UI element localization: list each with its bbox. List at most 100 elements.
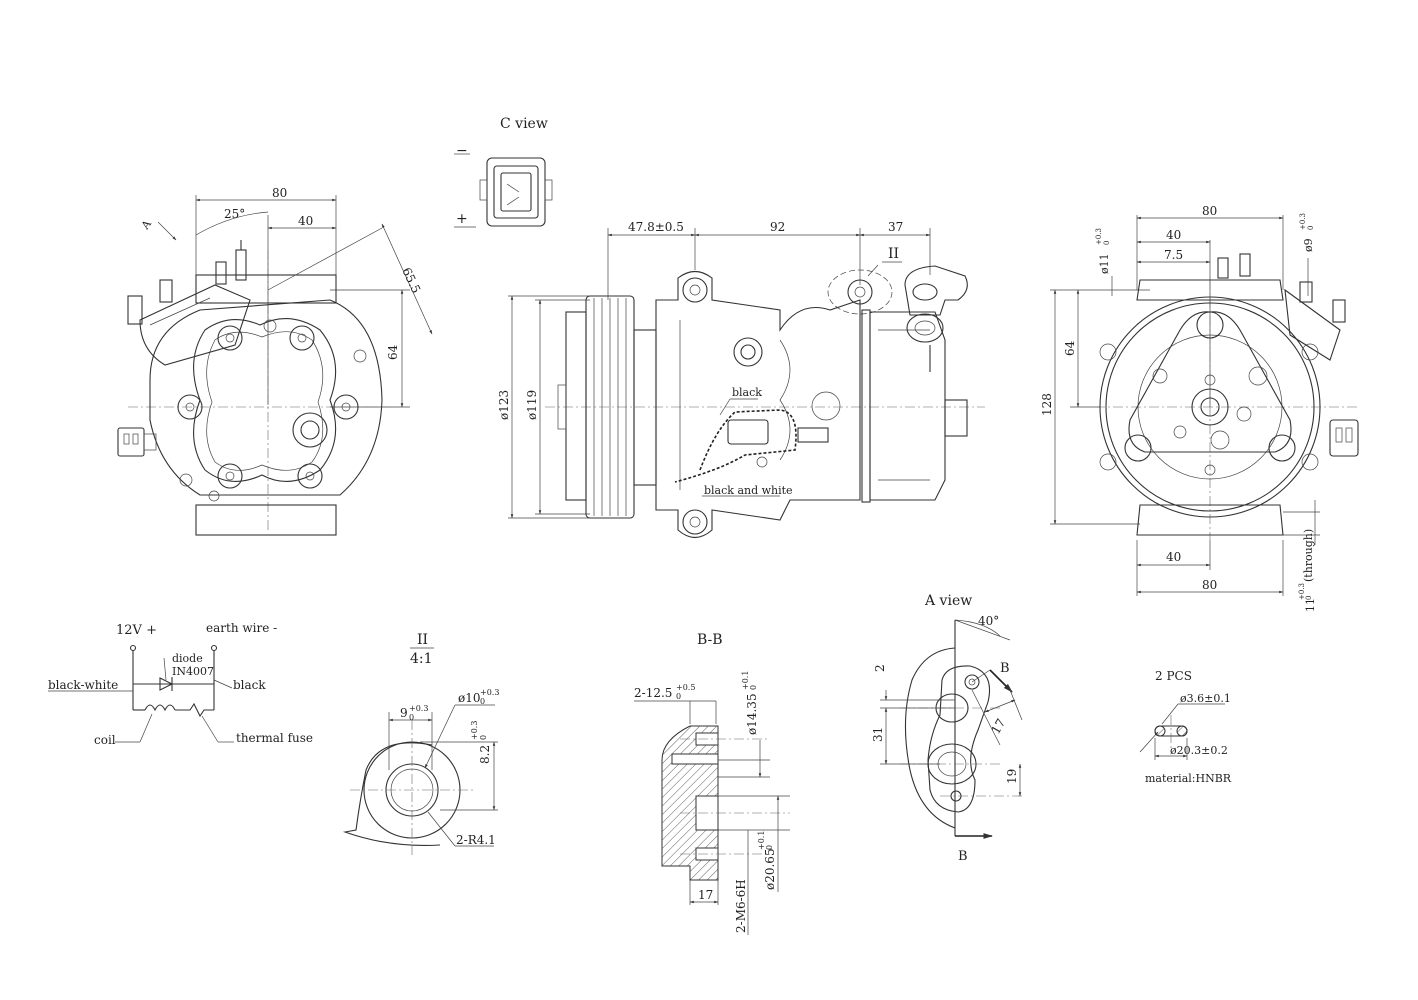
- front-view-dim-64: 64: [386, 344, 400, 360]
- wiring-coil: coil: [94, 733, 116, 747]
- rear-view-dim-9-tol-upper: +0.3: [1299, 213, 1307, 230]
- detail-ii-dim-10: ø10: [458, 691, 481, 705]
- wiring-positive: 12V +: [116, 623, 157, 638]
- section-bb-bore-2-tol-lower: 0: [765, 845, 774, 850]
- o-ring-qty: 2 PCS: [1155, 669, 1192, 683]
- rear-view-dim-11-through-note: (through): [1302, 529, 1315, 582]
- compressor-body: [655, 270, 861, 539]
- detail-ii-callout: [827, 269, 893, 315]
- rear-view-dim-11-tol-upper: +0.3: [1095, 228, 1103, 245]
- o-ring-material: material:HNBR: [1145, 772, 1232, 785]
- side-view-wire-black-white: black and white: [704, 484, 793, 497]
- rear-view-dim-7-5: 7.5: [1164, 248, 1183, 262]
- rear-view-dim-80-bottom: 80: [1202, 578, 1217, 592]
- detail-ii-label: II: [417, 632, 428, 648]
- section-bb-dim-17: 17: [698, 888, 713, 902]
- o-ring-inner-dia: ø20.3±0.2: [1170, 744, 1228, 757]
- coil-symbol: [144, 704, 176, 712]
- rear-view-dim-80-top: 80: [1202, 204, 1217, 218]
- rear-view-dim-11-through-tol-lower: 0: [1305, 596, 1313, 600]
- c-view: C view − +: [454, 116, 553, 228]
- wiring-thermal-fuse: thermal fuse: [236, 731, 313, 745]
- rear-view-dim-40-top: 40: [1166, 228, 1181, 242]
- suction-fitting: [904, 265, 968, 316]
- wiring-black-white: black-white: [48, 678, 118, 692]
- detail-ii: II 4:1 9 +0.3 0 ø10 +0.3 0 8.2 +0.3 0 2-…: [342, 632, 499, 855]
- detail-ii-dim-8-2: 8.2: [478, 745, 492, 764]
- detail-ii-dim-9-tol-upper: +0.3: [409, 704, 428, 713]
- rear-head: [869, 311, 946, 501]
- side-view-section-ii: II: [888, 246, 899, 262]
- c-view-title: C view: [500, 116, 548, 132]
- rear-pulley-face: [1099, 296, 1321, 518]
- side-view: 47.8±0.5 92 37 II ø123 ø119: [497, 220, 985, 539]
- front-view-arrow-label: A: [138, 217, 154, 233]
- section-bb-title: B-B: [697, 632, 723, 648]
- rear-view-dim-11-through: 11: [1304, 598, 1317, 612]
- rear-view-dim-9: ø9: [1302, 238, 1315, 252]
- rear-view: 80 40 7.5 ø11 +0.3 0 ø9 +0.3 0 64 128: [1040, 204, 1360, 612]
- detail-ii-dim-9-tol-lower: 0: [409, 713, 414, 722]
- detail-ii-radius: 2-R4.1: [456, 833, 496, 847]
- section-bb-bore-2-tol-upper: +0.1: [757, 831, 766, 850]
- a-view-dim-17: 17: [988, 716, 1008, 736]
- connector-housing: [486, 157, 546, 227]
- side-view-wire-black: black: [732, 386, 762, 399]
- detail-ii-lug: [342, 742, 441, 846]
- detail-ii-dim-8-2-tol-upper: +0.3: [470, 721, 479, 740]
- rear-head-lobes: [193, 318, 337, 482]
- rear-view-dim-11-through-tol-upper: +0.3: [1298, 583, 1306, 600]
- front-view-dim-65-5: 65.5: [399, 265, 423, 295]
- diode-symbol: [159, 677, 174, 691]
- section-bb: B-B 2-12.5 +0.5 0 ø14.35 +0.1 0 ø20.65 +…: [634, 632, 790, 935]
- detail-ii-dim-10-tol-lower: 0: [480, 697, 485, 706]
- side-view-dim-47-8: 47.8±0.5: [628, 220, 684, 234]
- section-bb-thread: 2-M6-6H: [734, 879, 748, 933]
- a-view-dim-19: 19: [1005, 769, 1019, 784]
- side-view-dia-123: ø123: [497, 390, 511, 420]
- rear-connector: [1329, 419, 1359, 457]
- front-valve-assembly: [139, 284, 251, 366]
- wiring-diode-part: IN4007: [172, 665, 214, 678]
- rear-view-dim-11: ø11: [1098, 253, 1111, 274]
- a-view: A view 40° B B 2 31 19 17: [871, 593, 1025, 864]
- rear-view-dim-40-bottom: 40: [1166, 550, 1181, 564]
- a-view-outline: [904, 647, 956, 829]
- front-view: A 80 40 25° 65.5 64: [117, 186, 433, 536]
- side-view-dim-37: 37: [888, 220, 903, 234]
- section-bb-bore-1-tol-upper: +0.1: [741, 671, 750, 690]
- rear-view-dim-64: 64: [1063, 340, 1077, 356]
- c-view-plus: +: [456, 211, 468, 227]
- detail-ii-scale: 4:1: [410, 651, 433, 667]
- section-bb-bore-1: ø14.35: [745, 693, 759, 735]
- wiring-black: black: [233, 678, 266, 692]
- section-bb-thread-depth-tol-lower: 0: [676, 692, 681, 701]
- rear-view-dim-9-tol-lower: 0: [1307, 226, 1315, 230]
- wiring-earth: earth wire -: [206, 621, 277, 635]
- o-ring-cross-section: ø3.6±0.1: [1180, 692, 1231, 705]
- o-ring: 2 PCS ø3.6±0.1 ø20.3±0.2 material:HNBR: [1139, 669, 1232, 785]
- a-view-marker-b-top: B: [1000, 661, 1010, 676]
- side-view-dia-119: ø119: [525, 390, 539, 420]
- a-view-angle: 40°: [978, 614, 999, 628]
- wiring-diagram: 12V + earth wire - diode IN4007 black-wh…: [48, 621, 313, 747]
- detail-ii-dim-10-tol-upper: +0.3: [480, 688, 499, 697]
- rear-view-dim-128: 128: [1040, 393, 1054, 416]
- wire-connector: [727, 419, 769, 445]
- front-body-outline: [149, 299, 383, 496]
- a-view-marker-b-bottom: B: [958, 849, 968, 864]
- front-bottom-mount: [195, 504, 337, 536]
- detail-ii-dim-9: 9: [400, 706, 408, 720]
- wire-harness: [674, 409, 797, 483]
- rear-view-dim-11-tol-lower: 0: [1103, 241, 1111, 245]
- front-top-mount: [195, 274, 337, 304]
- front-connector: [117, 427, 145, 457]
- thermal-fuse-symbol: [175, 702, 214, 718]
- section-bb-thread-depth-tol-upper: +0.5: [676, 683, 695, 692]
- section-bb-thread-depth: 2-12.5: [634, 686, 672, 700]
- a-view-flange: [927, 665, 991, 813]
- side-view-dim-92: 92: [770, 220, 785, 234]
- wiring-diode: diode: [172, 652, 203, 665]
